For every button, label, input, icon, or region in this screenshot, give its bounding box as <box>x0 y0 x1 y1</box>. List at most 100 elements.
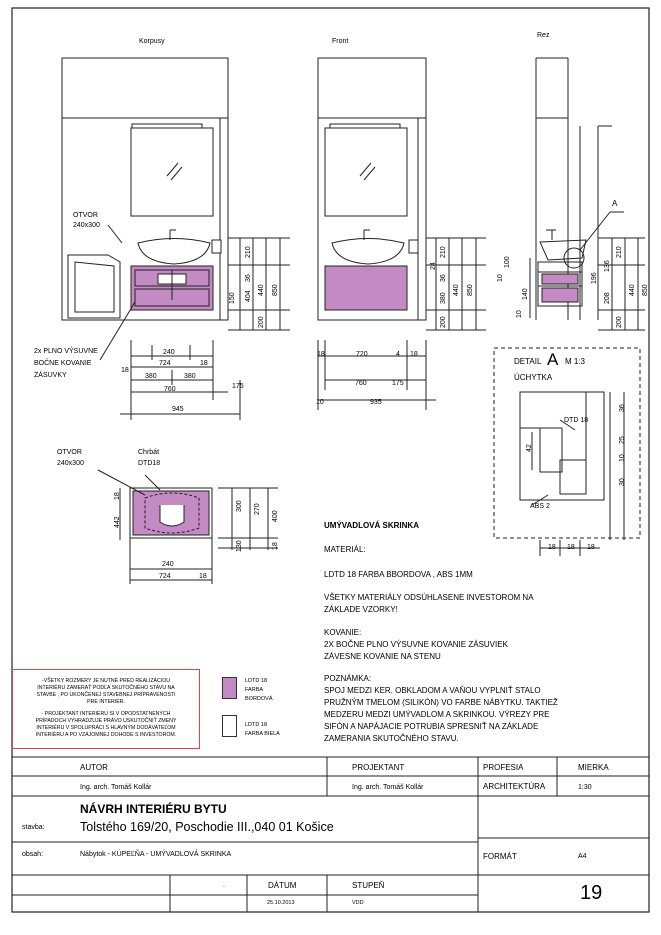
dim-rez-140: 140 <box>522 288 529 300</box>
tb-sheet-number: 19 <box>580 882 603 904</box>
legend-swatch-bordova <box>222 677 237 699</box>
korpusy-view <box>61 57 290 420</box>
rez-title: Rez <box>537 32 550 39</box>
tb-datum-label: DÁTUM <box>268 881 297 890</box>
dim-rez-136: 136 <box>604 260 611 272</box>
detail-material-abs: ABS 2 <box>530 503 550 510</box>
dim-rez-196: 196 <box>591 272 598 284</box>
note-2-line-2: PRÍPADOCH VYHRADZUJE PRÁVO USKUTOČNIŤ ZM… <box>35 718 177 725</box>
dim-front-380: 380 <box>440 292 447 304</box>
note-2-line-4: INTERIÉRU A PO VZÁJOMNEJ DOHODE S INVEST… <box>35 732 177 739</box>
plan-view <box>97 469 278 584</box>
note-paragraph-2: - PROJEKTANT INTERIÉRU SI V OPODSTATNENÝ… <box>19 711 193 739</box>
spec-kovanie-2: ZÁVESNE KOVANIE NA STENU <box>324 652 441 661</box>
dim-korpusy-945: 945 <box>172 406 184 413</box>
dim-korpusy-760: 760 <box>164 386 176 393</box>
general-notes-box: -VŠETKY ROZMERY JE NUTNÉ PRED REALIZÁCIO… <box>12 669 200 749</box>
dim-front-850: 850 <box>467 284 474 296</box>
spec-poznamka-2: PRUŽNÝM TMELOM (SILIKÓN) VO FARBE NÁBYTK… <box>324 698 558 707</box>
tb-dot: . <box>223 882 225 889</box>
dim-plan-18b: 18 <box>272 542 279 550</box>
dim-korpusy-380b: 380 <box>184 373 196 380</box>
spec-poznamka-1: SPOJ MEDZI KER. OBKLADOM A VAŇOU VYPLNIŤ… <box>324 686 541 695</box>
detail-scale: M 1:3 <box>565 357 586 366</box>
dim-plan-130: 130 <box>236 540 243 552</box>
dim-korpusy-36: 36 <box>245 274 252 282</box>
otvor-plan-size: 240x300 <box>57 460 84 467</box>
tb-stupen-value: VDD <box>352 900 364 906</box>
tb-obsah-label: obsah: <box>22 851 44 858</box>
detail-dim-18c: 18 <box>587 544 595 551</box>
tb-stupen-label: STUPEŇ <box>352 881 385 890</box>
legend-bordova-line-2: FARBA <box>245 687 264 693</box>
detail-dim-18b: 18 <box>567 544 575 551</box>
chrbat-material: DTD18 <box>138 460 161 467</box>
dim-rez-10a: 10 <box>497 274 504 282</box>
tb-profesia-value: ARCHITEKTÚRA <box>483 782 546 791</box>
dim-plan-270: 270 <box>254 503 261 515</box>
spec-material-text: LDTD 18 FARBA BBORDOVA , ABS 1MM <box>324 570 473 579</box>
dim-front-175: 175 <box>392 380 404 387</box>
dim-korpusy-440: 440 <box>258 284 265 296</box>
otvor-label: OTVOR <box>73 212 98 219</box>
spec-approval-2: ZÁKLADE VZORKY! <box>324 605 398 614</box>
dim-korpusy-404: 404 <box>245 290 252 302</box>
dim-front-935: 935 <box>370 399 382 406</box>
legend-biela-line-1: LDTD 18 <box>245 722 268 728</box>
dim-rez-10b: 10 <box>516 310 523 318</box>
legend-bordova-line-3: BORDOVÁ <box>245 696 273 702</box>
dim-korpusy-150: 150 <box>229 292 236 304</box>
detail-letter: A <box>547 350 559 369</box>
detail-dim-25: 25 <box>619 436 626 444</box>
dim-rez-210: 210 <box>616 246 623 258</box>
drawer-note-3: ZÁSUVKY <box>34 372 67 379</box>
dim-korpusy-724: 724 <box>159 360 171 367</box>
dim-front-24: 24 <box>430 262 437 270</box>
note-1-line-2: INTERIÉRU ZAMERAŤ PODĽA SKUTOČNÉHO STAVU… <box>37 685 175 692</box>
dim-plan-18: 18 <box>199 573 207 580</box>
tb-mierka-label: MIERKA <box>578 763 609 772</box>
detail-subtitle: ÚCHYTKA <box>514 373 553 382</box>
dim-front-210: 210 <box>440 246 447 258</box>
tb-project-title: NÁVRH INTERIÉRU BYTU <box>80 802 227 816</box>
dim-plan-18a: 18 <box>114 492 121 500</box>
dim-korpusy-240: 240 <box>163 349 175 356</box>
dim-rez-200: 200 <box>616 316 623 328</box>
spec-kovanie-label: KOVANIE: <box>324 628 362 637</box>
dim-front-4: 4 <box>396 351 400 358</box>
note-1-line-4: PRE INTERIÉR. <box>87 699 125 706</box>
detail-dim-30: 30 <box>619 478 626 486</box>
drawer-note-1: 2x PLNO VÝSUVNE <box>34 348 98 355</box>
note-paragraph-1: -VŠETKY ROZMERY JE NUTNÉ PRED REALIZÁCIO… <box>19 678 193 706</box>
detail-a <box>493 347 641 556</box>
detail-title: DETAIL <box>514 357 542 366</box>
spec-title: UMÝVADLOVÁ SKRINKA <box>324 521 419 530</box>
spec-poznamka-label: POZNÁMKA: <box>324 674 372 683</box>
otvor-plan-label: OTVOR <box>57 449 82 456</box>
legend-bordova-line-1: LDTD 18 <box>245 678 268 684</box>
detail-dim-10: 10 <box>619 454 626 462</box>
dim-plan-240: 240 <box>162 561 174 568</box>
front-view <box>317 57 486 410</box>
legend-swatch-biela <box>222 715 237 737</box>
tb-format-value: A4 <box>578 853 587 860</box>
title-block-lines <box>11 756 650 913</box>
spec-poznamka-4: SIFÓN A NAPÁJACIE POTRUBIA SPRESNIŤ NA Z… <box>324 722 539 731</box>
dim-plan-400: 400 <box>272 510 279 522</box>
detail-material-dtd: DTD 18 <box>564 417 589 424</box>
spec-material-label: MATERIÁL: <box>324 545 366 554</box>
spec-poznamka-5: ZAMERANIA SKUTOČNÉHO STAVU. <box>324 734 459 743</box>
dim-rez-850: 850 <box>642 284 649 296</box>
rez-view <box>529 57 645 331</box>
tb-format-label: FORMÁT <box>483 852 517 861</box>
dim-front-200: 200 <box>440 316 447 328</box>
tb-autor-value: Ing. arch. Tomáš Kollár <box>80 784 152 791</box>
dim-korpusy-380a: 380 <box>145 373 157 380</box>
note-2-line-1: - PROJEKTANT INTERIÉRU SI V OPODSTATNENÝ… <box>41 711 171 718</box>
dim-korpusy-210: 210 <box>245 246 252 258</box>
tb-autor-label: AUTOR <box>80 763 108 772</box>
tb-datum-value: 25.10.2013 <box>267 900 295 906</box>
tb-profesia-label: PROFESIA <box>483 763 524 772</box>
